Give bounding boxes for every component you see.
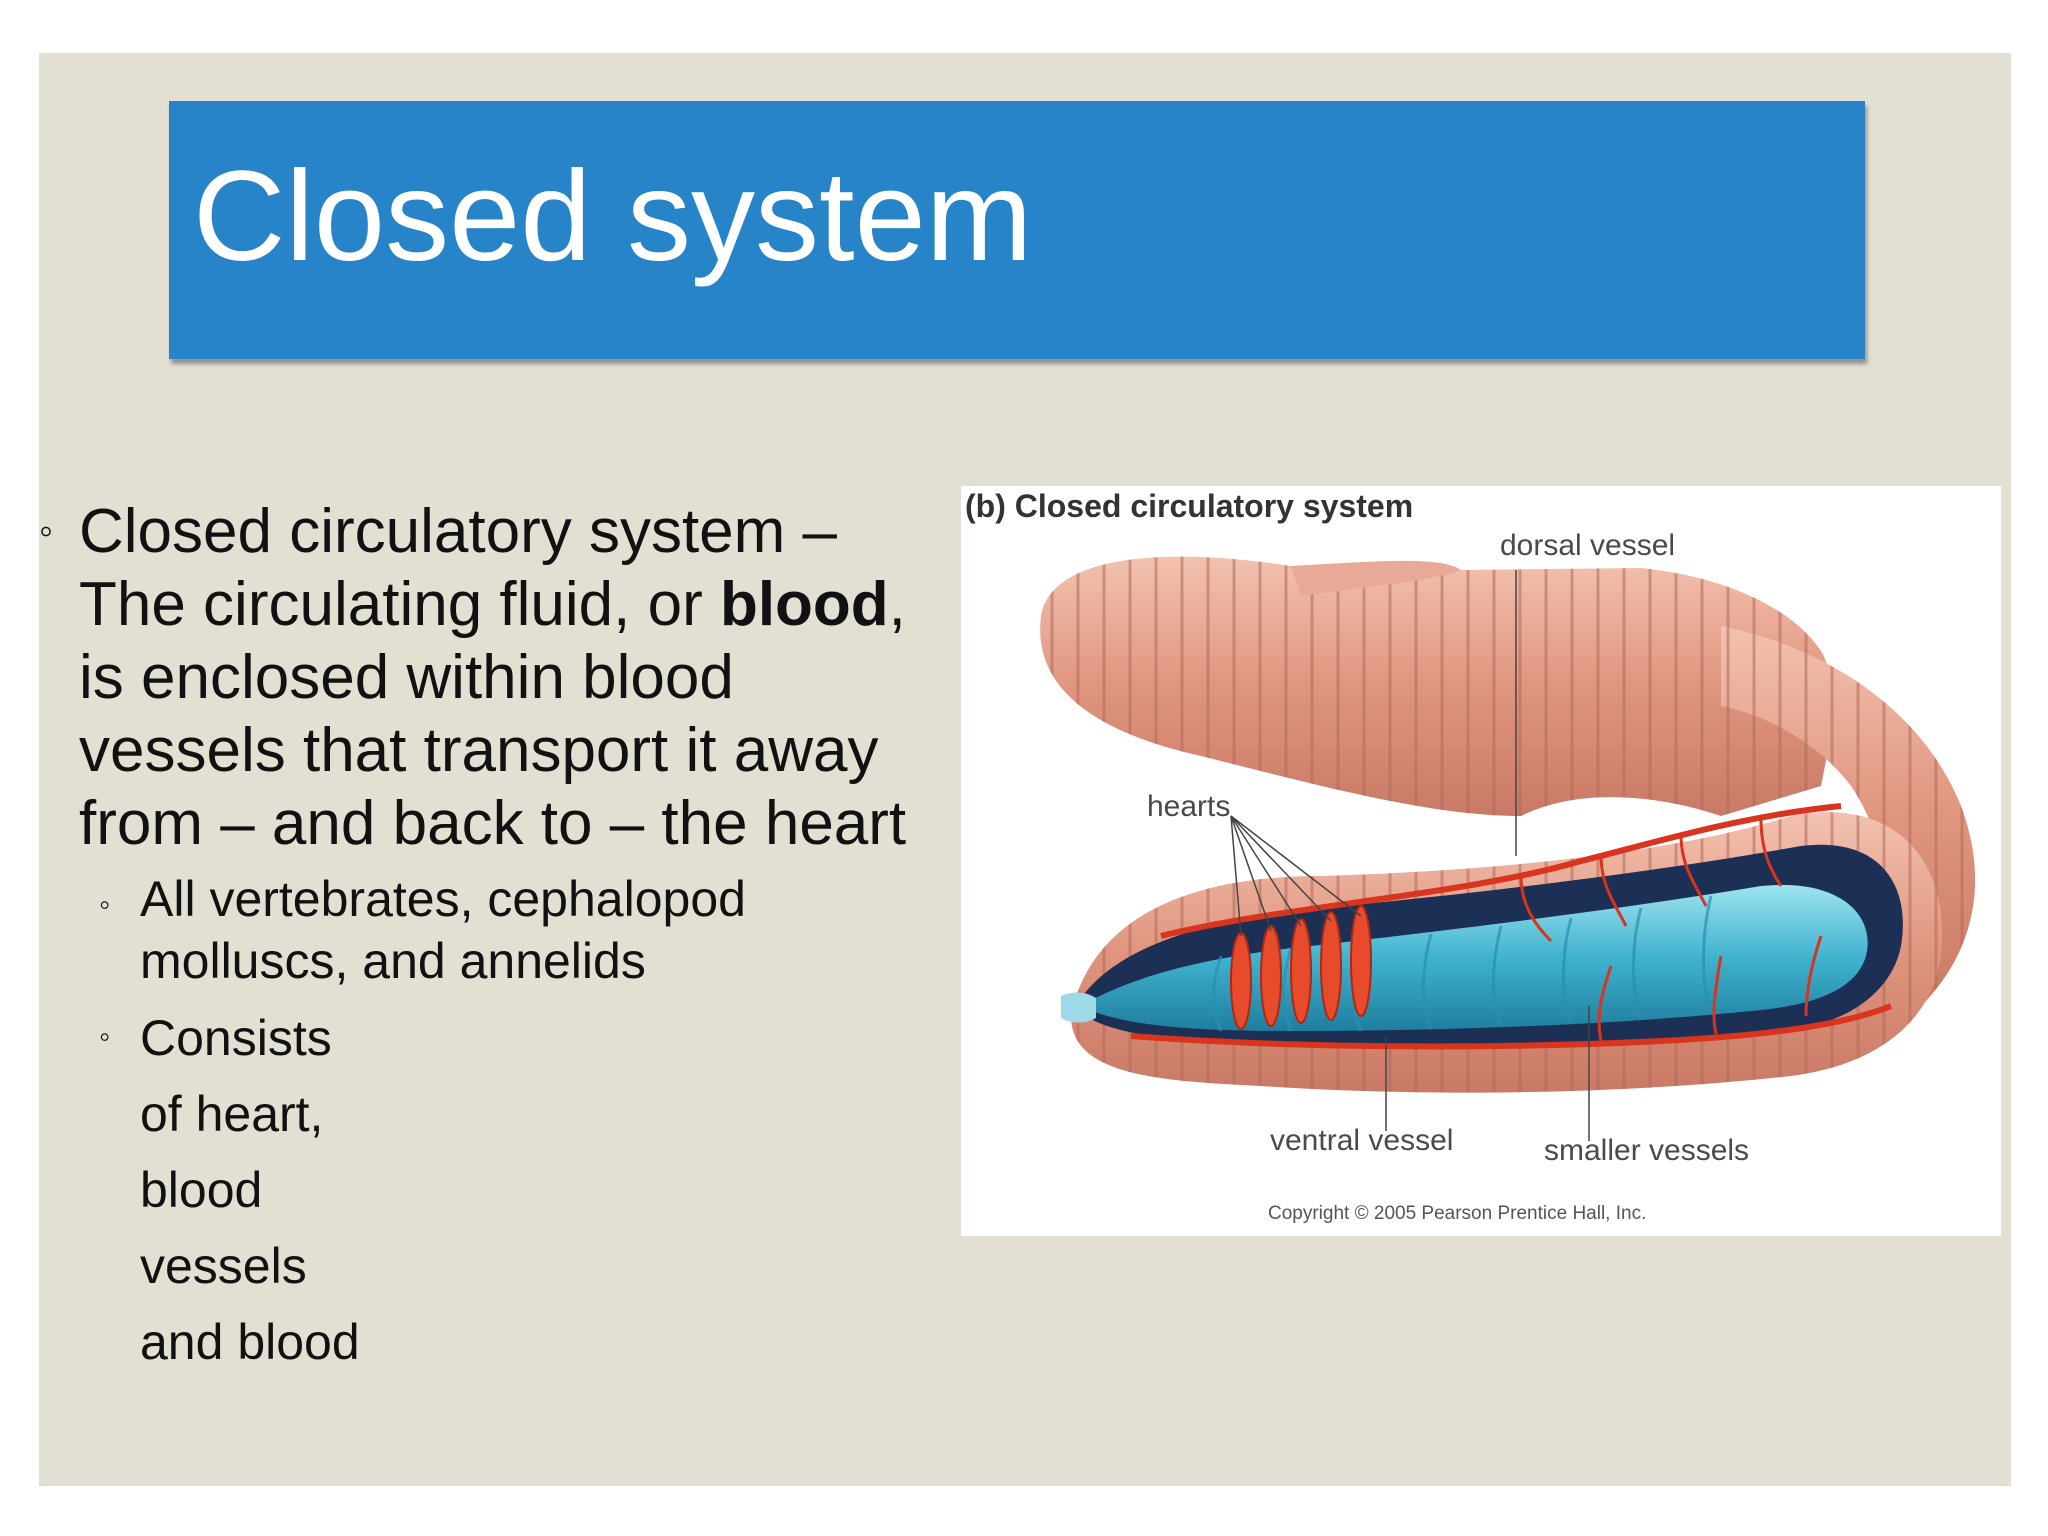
sub-bullet-2: ◦ Consists of heart, blood vessels and b… <box>39 1000 370 1380</box>
title-bar: Closed system <box>169 101 1865 359</box>
dorsal-vessel <box>1160 803 1842 939</box>
label-smaller-vessels: smaller vessels <box>1544 1134 1750 1167</box>
label-dorsal-vessel: dorsal vessel <box>1500 529 1676 562</box>
earthworm-illustration <box>1040 556 1976 1141</box>
ventral-vessel <box>1130 1003 1893 1050</box>
worm-tail <box>1291 560 1461 596</box>
label-hearts: hearts <box>1147 790 1231 823</box>
bullet-text-bold: blood <box>719 570 889 639</box>
hearts-group <box>1230 905 1372 1030</box>
figure-title: (b) Closed circulatory system <box>965 488 1414 524</box>
bullet-main: ◦ Closed circulatory system – The circul… <box>39 495 939 860</box>
bullet-icon: ◦ <box>39 509 54 553</box>
body-text: ◦ Closed circulatory system – The circul… <box>39 495 939 1380</box>
slide: Closed system ◦ Closed circulatory syste… <box>39 53 2011 1486</box>
sub-bullet-icon: ◦ <box>99 1018 111 1054</box>
worm-head <box>1061 992 1096 1023</box>
sub-bullet-1: ◦ All vertebrates, cephalopod molluscs, … <box>39 868 939 992</box>
bullet-text-after: , is enclosed within blood vessels that … <box>79 570 907 858</box>
earthworm-diagram: (b) Closed circulatory system dorsal ves… <box>961 486 2001 1236</box>
sub-bullet-text: Consists of heart, blood vessels and blo… <box>140 1010 360 1370</box>
label-ventral-vessel: ventral vessel <box>1270 1124 1454 1157</box>
figure-copyright: Copyright © 2005 Pearson Prentice Hall, … <box>1268 1203 1647 1224</box>
slide-title: Closed system <box>193 145 1033 288</box>
sub-bullet-icon: ◦ <box>99 886 111 922</box>
sub-bullet-text: All vertebrates, cephalopod molluscs, an… <box>140 871 746 989</box>
bullet-text-before: Closed circulatory system – The circulat… <box>79 497 838 639</box>
